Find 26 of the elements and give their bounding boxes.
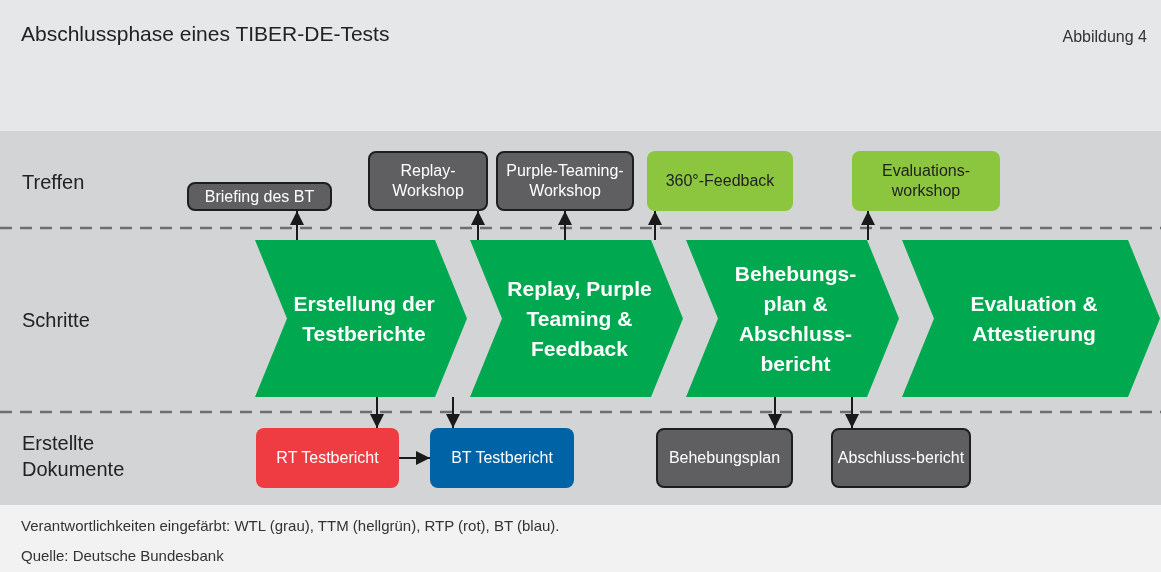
arrow [471, 210, 485, 241]
arrow [648, 210, 662, 241]
lane-heading: Treffen [22, 170, 85, 195]
meeting-box: Briefing des BT [187, 182, 332, 211]
meeting-box: Evaluations-workshop [852, 151, 1000, 211]
document-box: BT Testbericht [430, 428, 574, 488]
arrow [370, 396, 384, 429]
arrow [861, 210, 875, 241]
arrow [768, 396, 782, 429]
footnote: Verantwortlichkeiten eingefärbt: WTL (grau), TTM (hellgrün), RTP (rot), BT (blau). [21, 517, 560, 534]
document-box: RT Testbericht [256, 428, 399, 488]
meeting-box: Replay-Workshop [368, 151, 488, 211]
lane-heading: Erstellte Dokumente [22, 431, 126, 482]
arrow [398, 451, 431, 465]
lane-heading: Schritte [22, 308, 90, 333]
arrow [845, 396, 859, 429]
document-box: Behebungsplan [656, 428, 793, 488]
meeting-box: 360°-Feedback [647, 151, 793, 211]
arrow [290, 210, 304, 241]
meeting-box: Purple-Teaming-Workshop [496, 151, 634, 211]
diagram-title: Abschlussphase eines TIBER-DE-Tests [21, 22, 390, 46]
figure-number: Abbildung 4 [1062, 28, 1147, 46]
arrow [446, 396, 460, 429]
source-note: Quelle: Deutsche Bundesbank [21, 547, 224, 564]
arrow [558, 210, 572, 241]
document-box: Abschluss-bericht [831, 428, 971, 488]
